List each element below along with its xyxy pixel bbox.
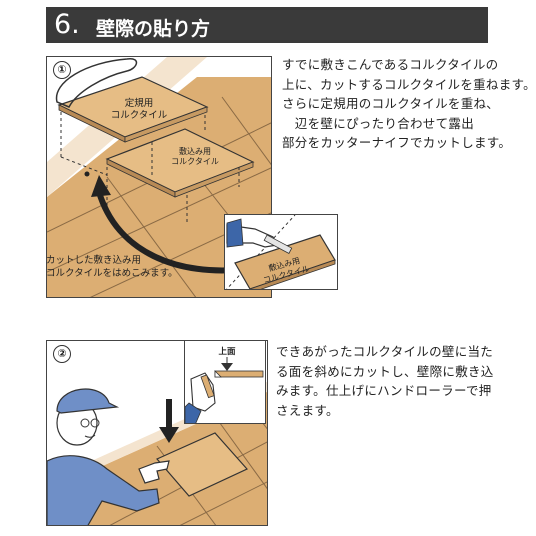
sleeve bbox=[226, 218, 244, 248]
step2-description: できあがったコルクタイルの壁に当た る面を斜めにカットし、壁際に敷き込 みます。… bbox=[276, 342, 494, 420]
down-arrow-icon bbox=[159, 427, 179, 443]
top-face-label: 上面 bbox=[218, 346, 236, 357]
worker-hand bbox=[138, 460, 170, 484]
step2-inset-drawing: 上面 bbox=[185, 341, 265, 423]
step2-inset: 上面 bbox=[184, 340, 266, 424]
knife-icon bbox=[263, 234, 293, 254]
step1-text-line1: すでに敷きこんであるコルクタイルの bbox=[282, 57, 499, 72]
step2-text-line1: できあがったコルクタイルの壁に当た bbox=[276, 344, 494, 359]
worker-cap bbox=[56, 388, 120, 414]
step1-text-line2: 上に、カットするコルクタイルを重ねます。 bbox=[282, 76, 536, 92]
step1-text-line5: 部分をカッターナイフでカットします。 bbox=[282, 135, 512, 150]
step1-illustration: 定規用 コルクタイル 敷込み用 コルクタイル ① bbox=[46, 56, 272, 298]
insert-point bbox=[84, 171, 90, 177]
step1-caption: カットした敷き込み用 コルクタイルをはめこみます。 bbox=[46, 254, 178, 280]
section-title: 壁際の貼り方 bbox=[96, 18, 211, 40]
section-number: 6. bbox=[54, 9, 80, 40]
step1-description: すでに敷きこんであるコルクタイルの 上に、カットするコルクタイルを重ねます。 さ… bbox=[282, 55, 536, 153]
step1-text-line3: さらに定規用のコルクタイルを重ね、 bbox=[282, 96, 500, 111]
step1-badge: ① bbox=[53, 61, 71, 79]
step1-inset: 敷込み用 コルクタイル bbox=[224, 214, 338, 290]
inset-drawing: 敷込み用 コルクタイル bbox=[225, 215, 337, 289]
step1-text-line4: 辺を壁にぴったり合わせて露出 bbox=[282, 115, 475, 131]
down-arrow-shaft bbox=[166, 399, 172, 429]
step2-badge: ② bbox=[53, 345, 71, 363]
cutter-icon bbox=[200, 374, 215, 399]
section-header: 6. 壁際の貼り方 bbox=[46, 7, 488, 43]
step1-drawing: 定規用 コルクタイル 敷込み用 コルクタイル bbox=[47, 57, 271, 297]
step2-text-line2: る面を斜めにカットし、壁際に敷き込 bbox=[276, 363, 494, 379]
standard-tile-label-2: コルクタイル bbox=[111, 110, 168, 121]
step1-caption-line1: カットした敷き込み用 bbox=[46, 255, 142, 266]
inset-tile-section bbox=[214, 370, 264, 378]
top-face-arrow-icon bbox=[221, 363, 233, 371]
step2-text-line3: みます。仕上げにハンドローラーで押 bbox=[276, 383, 492, 398]
hand-outline bbox=[55, 58, 138, 108]
insert-arrow bbox=[96, 191, 248, 274]
worker-body bbox=[47, 455, 160, 525]
step1-caption-line2: コルクタイルをはめこみます。 bbox=[46, 268, 178, 279]
laid-tile-label-1: 敷込み用 bbox=[179, 146, 211, 156]
laid-tile-label-2: コルクタイル bbox=[171, 157, 219, 166]
step2-text-line4: さえます。 bbox=[276, 402, 339, 418]
placed-cork-tile bbox=[156, 432, 248, 497]
standard-tile-label-1: 定規用 bbox=[125, 97, 154, 109]
